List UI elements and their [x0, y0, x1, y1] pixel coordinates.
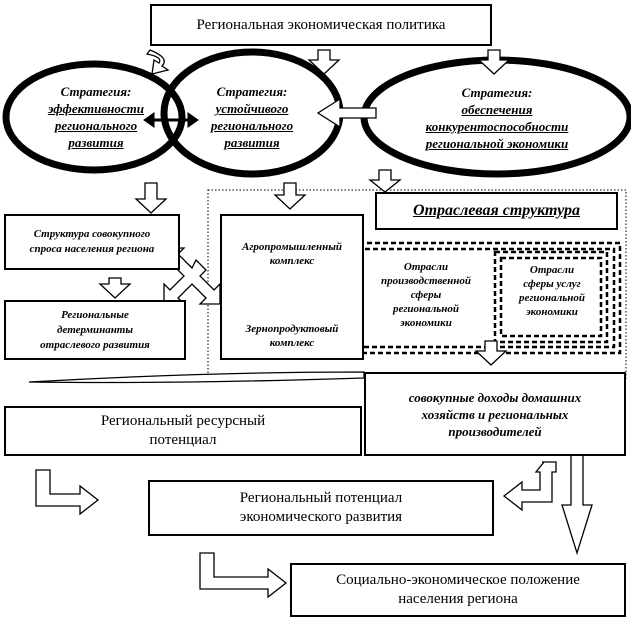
- resource-potential-box: Региональный ресурсный потенциал: [4, 406, 362, 456]
- sector-structure-label: Отраслевая структура: [413, 202, 580, 219]
- potential-line: Региональный потенциал: [239, 490, 403, 506]
- services-frame-outer: [493, 250, 609, 344]
- regional-policy-label: Региональная экономическая политика: [196, 16, 446, 33]
- services-line: Отрасли: [529, 264, 575, 276]
- determinants-line: детерминанты: [57, 323, 133, 336]
- determinants-line: отраслевого развития: [40, 338, 150, 351]
- strategy-2-line: Стратегия:: [216, 84, 288, 99]
- arrow-bent-resource: [35, 469, 100, 516]
- services-branches-text: Отрасли сферы услуг региональной экономи…: [505, 263, 599, 319]
- grain-line: комплекс: [269, 337, 315, 349]
- determinants-box: Региональные детерминанты отраслевого ра…: [4, 300, 186, 360]
- production-line: Отрасли: [403, 261, 449, 273]
- demand-structure-line: спроса населения региона: [29, 243, 155, 255]
- potential-line: экономического развития: [239, 509, 403, 525]
- strategy-1-text: Стратегия: эффективности регионального р…: [26, 83, 166, 151]
- agro-line: комплекс: [269, 255, 315, 267]
- demand-structure-box: Структура совокупного спроса населения р…: [4, 214, 180, 270]
- regional-policy-box: Региональная экономическая политика: [150, 4, 492, 46]
- grain-line: Зернопродуктовый: [245, 323, 339, 335]
- services-line: экономики: [526, 306, 578, 318]
- arrow-bent-income: [502, 461, 557, 512]
- strategy-1-line: регионального: [54, 118, 138, 133]
- arrow-down-income: [474, 340, 508, 366]
- strategy-2-line: развития: [224, 135, 280, 150]
- strategy-ellipse-1: [2, 60, 186, 174]
- strategy-3-line: региональной экономики: [425, 136, 569, 151]
- services-frame-inner: [499, 256, 603, 338]
- determinants-line: Региональные: [61, 308, 129, 321]
- agro-grain-box: Агропромышленный комплекс Зернопродуктов…: [220, 214, 364, 360]
- development-potential-box: Региональный потенциал экономического ра…: [148, 480, 494, 536]
- resource-line: потенциал: [149, 432, 217, 448]
- arrowhead-left: [143, 112, 155, 128]
- arrow-down-top-center: [307, 49, 341, 75]
- strategy-1-line: Стратегия:: [60, 84, 132, 99]
- arrow-left-strategy2: [316, 97, 377, 129]
- services-line: региональной: [518, 292, 586, 304]
- agro-complex-text: Агропромышленный комплекс: [222, 240, 362, 268]
- services-line: сферы услуг: [523, 278, 581, 290]
- strategy-3-line: Стратегия:: [461, 85, 533, 100]
- income-line: производителей: [448, 423, 542, 439]
- strategy-2-text: Стратегия: устойчивого регионального раз…: [182, 83, 322, 151]
- arrow-down-determinants: [98, 277, 132, 299]
- production-branches-text: Отрасли производственной сферы региональ…: [362, 260, 490, 330]
- strategy-3-text: Стратегия: обеспечения конкурентоспособн…: [397, 84, 597, 152]
- arrow-down-agro: [273, 182, 307, 210]
- strategy-1-line: эффективности: [47, 101, 144, 116]
- social-line: Социально-экономическое положение: [336, 572, 580, 588]
- strategy-3-line: обеспечения: [461, 102, 533, 117]
- income-line: совокупные доходы домашних: [408, 389, 582, 405]
- arrow-bent-potential: [199, 552, 288, 599]
- income-line: хозяйств и региональных: [421, 406, 569, 422]
- grain-complex-text: Зернопродуктовый комплекс: [222, 322, 362, 350]
- arrow-down-demand: [134, 182, 168, 214]
- production-line: сферы: [410, 289, 442, 301]
- resource-line: Региональный ресурсный: [100, 413, 266, 429]
- arrow-down-top-right: [477, 49, 511, 75]
- production-line: экономики: [400, 317, 452, 329]
- income-box: совокупные доходы домашних хозяйств и ре…: [364, 372, 626, 456]
- social-economic-box: Социально-экономическое положение населе…: [290, 563, 626, 617]
- sector-structure-title: Отраслевая структура: [375, 192, 618, 230]
- arrowhead-right: [187, 112, 199, 128]
- demand-structure-line: Структура совокупного: [33, 228, 151, 240]
- strategy-1-line: развития: [68, 135, 124, 150]
- arrow-down-sector: [368, 169, 402, 193]
- arrow-curved-top: [145, 49, 170, 75]
- strategy-3-line: конкурентоспособности: [425, 119, 569, 134]
- social-line: населения региона: [398, 591, 518, 607]
- strategy-2-line: устойчивого: [215, 101, 289, 116]
- strategy-2-line: регионального: [210, 118, 294, 133]
- agro-line: Агропромышленный: [242, 241, 342, 253]
- arrow-down-potential: [561, 454, 593, 556]
- production-line: производственной: [380, 275, 472, 287]
- production-line: региональной: [392, 303, 460, 315]
- arrow-curved-income: [28, 371, 365, 384]
